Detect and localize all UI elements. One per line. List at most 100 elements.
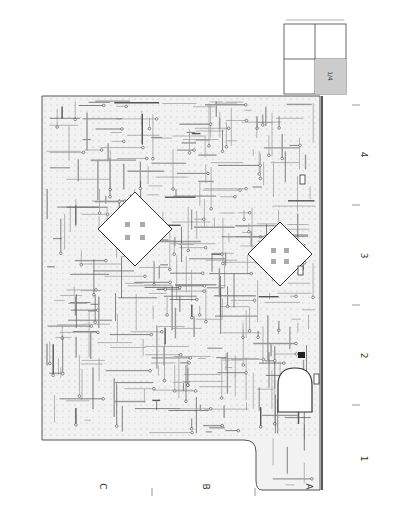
trace (272, 206, 315, 207)
trace (145, 346, 189, 347)
trace (170, 299, 197, 300)
trace (235, 374, 236, 396)
trace (95, 295, 96, 322)
pad (102, 398, 105, 401)
trace (86, 113, 87, 151)
trace (226, 102, 243, 103)
trace (264, 147, 300, 148)
pad (196, 298, 199, 301)
pad (190, 428, 193, 431)
trace (216, 101, 217, 117)
trace (273, 438, 274, 465)
trace (193, 106, 216, 107)
trace (164, 328, 165, 344)
pad (172, 188, 175, 191)
pad (152, 157, 155, 160)
trace (179, 296, 180, 312)
trace (115, 382, 154, 383)
trace (221, 236, 265, 237)
trace (57, 207, 98, 208)
trace (74, 287, 75, 295)
trace (83, 118, 123, 119)
trace (67, 289, 97, 290)
pad (253, 299, 256, 302)
trace (152, 163, 187, 164)
pad (245, 104, 248, 107)
trace (207, 348, 222, 349)
trace (259, 387, 260, 410)
pad (98, 212, 101, 215)
trace (273, 161, 274, 197)
pad (204, 246, 207, 249)
trace (149, 118, 150, 129)
trace (125, 283, 143, 284)
trace (219, 268, 220, 296)
pad (150, 333, 153, 336)
pad (105, 259, 108, 262)
trace (220, 288, 221, 334)
trace (242, 232, 248, 233)
trace (122, 406, 123, 432)
pad (148, 127, 151, 130)
pad (295, 353, 298, 356)
trace (193, 316, 194, 337)
trace (114, 102, 159, 103)
trace (250, 231, 251, 246)
trace (127, 135, 159, 136)
ic-diamond (98, 192, 172, 266)
trace (84, 324, 110, 325)
pad (188, 152, 191, 155)
trace (153, 390, 194, 391)
pad (90, 325, 93, 328)
trace (172, 390, 196, 391)
trace (235, 225, 279, 226)
trace (196, 139, 211, 140)
trace (68, 303, 87, 304)
trace (178, 354, 179, 398)
trace (282, 134, 283, 159)
trace (302, 309, 315, 310)
pad (205, 320, 208, 323)
trace (174, 356, 211, 357)
trace (209, 427, 225, 428)
trace (148, 166, 149, 184)
pad (153, 387, 156, 390)
trace (196, 397, 197, 433)
trace (200, 405, 201, 411)
trace (242, 122, 282, 123)
trace (60, 219, 61, 254)
trace (99, 359, 100, 381)
trace (68, 320, 112, 321)
pad (274, 360, 277, 363)
trace (173, 149, 174, 189)
pad (234, 196, 237, 199)
trace (167, 297, 168, 315)
trace (211, 167, 212, 209)
trace (75, 260, 106, 261)
pad (198, 314, 201, 317)
trace (264, 302, 300, 303)
trace (145, 287, 180, 288)
trace (60, 332, 98, 333)
trace (196, 319, 223, 320)
pad (144, 275, 147, 278)
trace (222, 299, 223, 319)
trace (106, 370, 151, 371)
trace (226, 140, 237, 141)
trace (47, 266, 55, 267)
pad (207, 172, 210, 175)
trace (175, 408, 211, 409)
trace (173, 196, 216, 197)
trace (148, 194, 159, 195)
trace (57, 324, 85, 325)
trace (189, 258, 225, 259)
trace (158, 326, 184, 327)
trace (223, 406, 224, 418)
trace (171, 286, 172, 331)
pad (311, 478, 314, 481)
trace (107, 143, 108, 160)
pad (164, 288, 167, 291)
trace (212, 255, 213, 272)
trace (226, 120, 247, 121)
pad (299, 144, 302, 147)
